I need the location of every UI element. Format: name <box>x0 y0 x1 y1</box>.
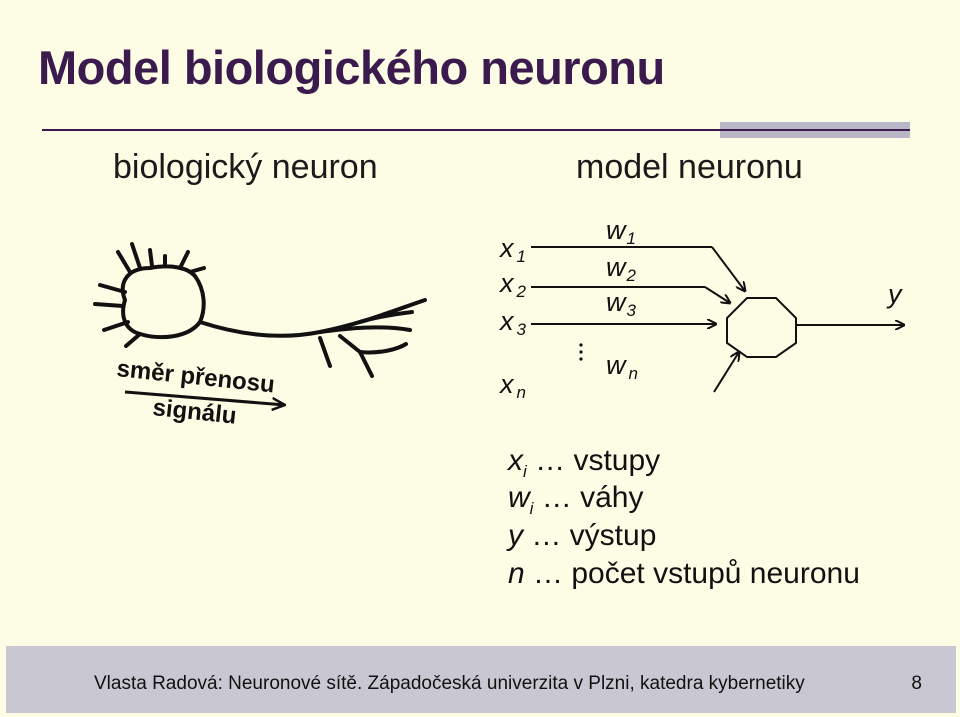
legend-symbol: n <box>508 557 525 590</box>
weight-w1-sub: 1 <box>627 229 636 248</box>
footer-bar: Vlasta Radová: Neuronové sítě. Západočes… <box>6 646 956 713</box>
weight-w3-var: w <box>606 287 627 317</box>
input-xn-sub: n <box>517 383 526 402</box>
svg-text:x1: x1 <box>498 233 526 266</box>
signal-direction-arrow <box>124 390 285 405</box>
svg-text:w1: w1 <box>606 215 636 248</box>
weight-wn-sub: n <box>629 364 638 383</box>
legend-item-weights: wi … váhy <box>508 481 644 519</box>
neuron-model-drawing <box>531 246 904 393</box>
input-x3-var: x <box>498 306 515 336</box>
svg-text:wn: wn <box>606 350 638 383</box>
svg-text:w2: w2 <box>606 252 637 285</box>
legend-text: … váhy <box>533 481 644 514</box>
legend-item-output: y … výstup <box>508 519 656 553</box>
page-title: Model biologického neuronu <box>38 41 665 94</box>
weight-w2-var: w <box>606 252 627 282</box>
input-x2-var: x <box>498 268 515 298</box>
title-underline <box>42 129 910 131</box>
svg-text:x3: x3 <box>498 306 527 339</box>
weight-w3-sub: 3 <box>627 301 637 320</box>
input-x3-sub: 3 <box>517 320 527 339</box>
input-xn-var: x <box>498 369 515 399</box>
legend-item-count: n … počet vstupů neuronu <box>508 557 860 591</box>
input-x1-var: x <box>498 233 515 263</box>
legend-subscript: i <box>523 462 527 481</box>
svg-text:x2: x2 <box>498 268 527 301</box>
ellipsis-dots <box>579 343 583 361</box>
biological-neuron-drawing <box>93 242 427 378</box>
legend-symbol: w <box>508 481 530 514</box>
input-x1-sub: 1 <box>517 247 526 266</box>
neuron-model-heading: model neuronu <box>576 148 803 186</box>
weight-w1-var: w <box>606 215 627 245</box>
legend-item-inputs: xi … vstupy <box>508 444 660 482</box>
weight-w2-sub: 2 <box>626 266 637 285</box>
legend-subscript: i <box>529 499 534 518</box>
legend-text: … vstupy <box>526 444 661 477</box>
title-underline-accent <box>720 122 910 138</box>
legend-text: … počet vstupů neuronu <box>524 557 860 590</box>
legend-symbol: x <box>508 444 523 477</box>
svg-text:xn: xn <box>498 369 526 402</box>
input-x2-sub: 2 <box>516 282 527 301</box>
footer-credit: Vlasta Radová: Neuronové sítě. Západočes… <box>94 673 805 694</box>
biological-neuron-heading: biologický neuron <box>113 148 378 186</box>
svg-text:w3: w3 <box>606 287 637 320</box>
weight-wn-var: w <box>606 350 627 380</box>
output-label: y <box>886 279 903 309</box>
legend-text: … výstup <box>523 519 657 552</box>
page-number: 8 <box>911 673 922 694</box>
legend-symbol: y <box>508 519 523 552</box>
